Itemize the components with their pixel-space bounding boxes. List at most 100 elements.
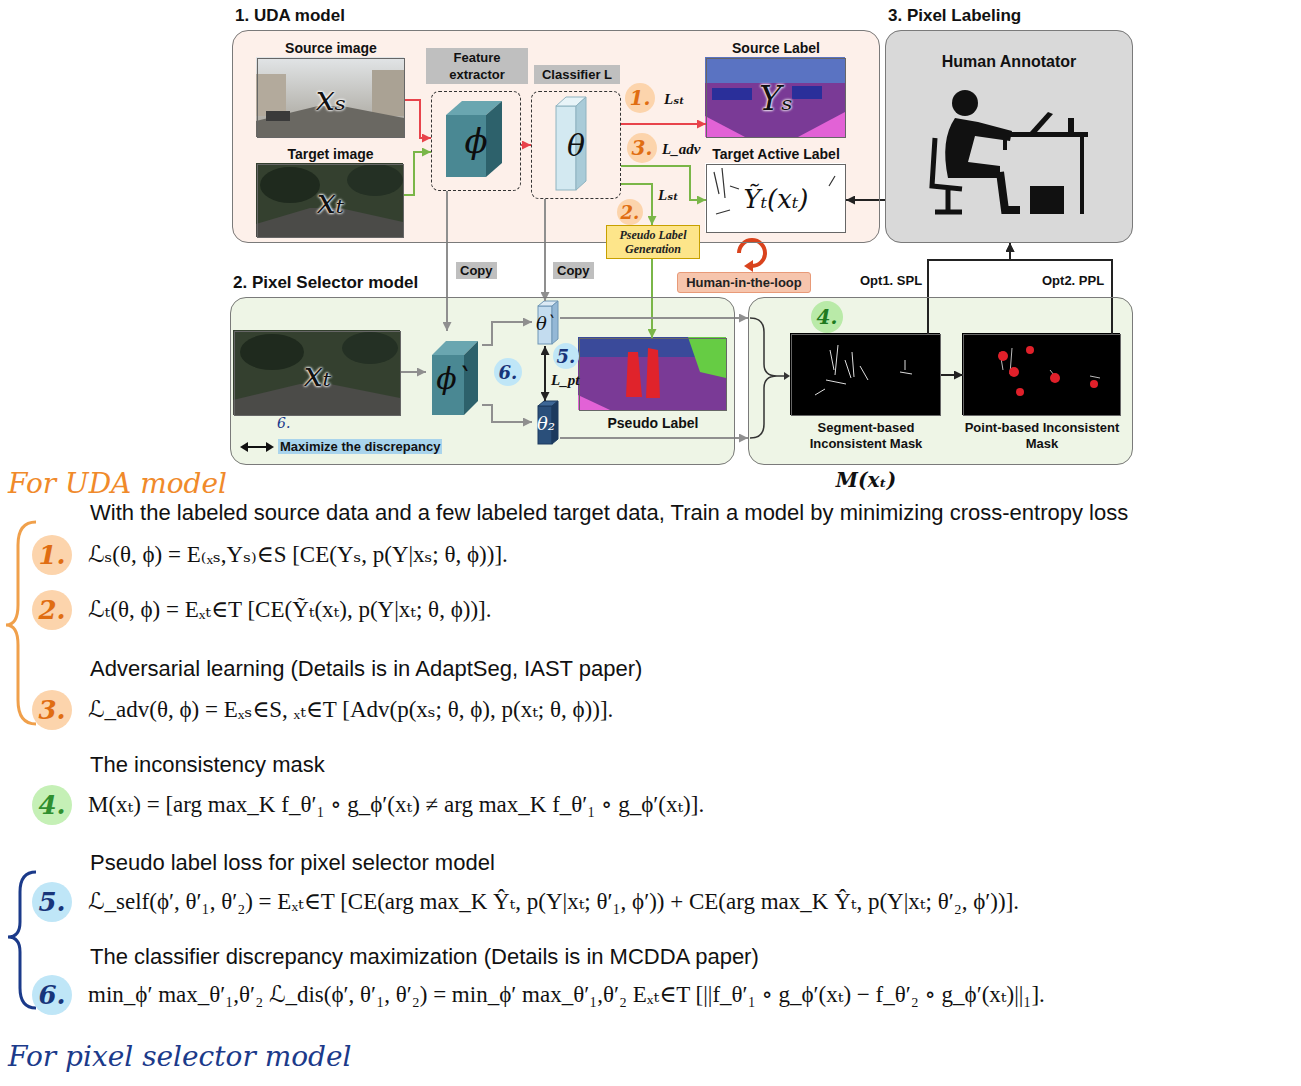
section-note: For pixel selector model: [8, 1040, 352, 1073]
equation: ℒₜ(θ, ϕ) = Eₓₜ∈T [CE(Ỹₜ(xₜ), p(Y|xₜ; θ, …: [88, 596, 491, 623]
tree: [347, 164, 403, 196]
segment-vegetation: [688, 337, 726, 378]
callout-number: 2.: [617, 199, 643, 225]
node-heading: Target Active Label: [687, 146, 865, 162]
node-body: ϕ: [432, 92, 520, 190]
connector: [621, 123, 706, 125]
node-heading: 4.: [811, 301, 843, 333]
equation-number: 6.: [32, 975, 72, 1015]
brace-arrow-head: [784, 372, 790, 380]
photo-bg: [256, 57, 404, 137]
car: [266, 111, 290, 121]
equation-number: 3.: [32, 690, 72, 730]
node-body: Human Annotator: [886, 53, 1132, 71]
node-body: Ỹₜ(xₜ): [707, 165, 845, 232]
node-heading: 3. Pixel Labeling: [888, 6, 1021, 26]
point-mask: Point-based Inconsistent Mask: [963, 334, 1121, 416]
label-canvas: [705, 163, 845, 232]
pseudo-label: Pseudo Label: [579, 338, 727, 411]
connector: [401, 371, 426, 373]
desk-leg: [1005, 137, 1082, 214]
node-heading: Point-based Inconsistent Mask: [958, 420, 1126, 452]
equation: ℒₛ(θ, ϕ) = E₍ₓₛ,Yₛ₎∈S [CE(Yₛ, p(Y|xₛ; θ,…: [88, 541, 508, 568]
connector: [651, 259, 653, 338]
building: [372, 70, 404, 116]
feature-block: [486, 101, 502, 177]
node-body: xₛ: [258, 59, 404, 137]
node-heading: Human-in-the-loop: [686, 275, 802, 290]
loss-label: Lₛₜ: [664, 90, 685, 108]
target-image: xₜ: [234, 331, 401, 416]
node-heading: Source Label: [687, 40, 865, 56]
double-arrow: [246, 446, 268, 448]
mask-point: [1026, 346, 1034, 354]
uda-panel: 1. UDA modelSource imagexₛTarget imagexₜ…: [232, 30, 880, 243]
section-note: For UDA model: [8, 467, 227, 500]
mask-point: [998, 351, 1008, 361]
connector: [405, 100, 431, 138]
photo-bg: [256, 163, 403, 237]
edge-label: Opt1. SPL: [856, 272, 926, 289]
arrow-head: [266, 442, 274, 452]
photo-bg: [233, 330, 400, 415]
callout-number: 6.: [277, 415, 290, 431]
mask-panel: 4.Segment-based Inconsistent MaskM(xₜ)Po…: [748, 297, 1133, 465]
equation: M(xₜ) = [arg max_K f_θ′₁ ∘ g_ϕ′(xₜ) ≠ ar…: [88, 791, 704, 818]
node-heading: Source image: [238, 40, 424, 56]
panel-fill: [232, 30, 880, 243]
callout-number: 5.: [553, 343, 579, 369]
node-heading: Pseudo Label: [560, 415, 746, 431]
connector: [446, 191, 448, 331]
source-label: Source LabelYₛ: [706, 58, 846, 138]
feature-extractor: Feature extractorϕ: [431, 91, 521, 191]
node-body: M(xₜ): [782, 468, 950, 492]
mask-point: [1016, 388, 1024, 396]
segment-sidewalk: [798, 112, 845, 137]
arrow-head: [240, 442, 248, 452]
callout-number: 6.: [494, 358, 522, 386]
equation-number: 1.: [32, 535, 72, 575]
equation-number: 4.: [32, 785, 72, 825]
mask-point: [1090, 380, 1098, 388]
node-heading: Pseudo Label Generation: [611, 228, 695, 256]
callout-number: 1.: [625, 83, 655, 113]
node-body: θ: [532, 92, 620, 198]
human-in-the-loop: Human-in-the-loop: [677, 272, 811, 293]
tree: [342, 332, 398, 364]
person-body: [945, 118, 1012, 178]
target-active-label: Target Active LabelỸₜ(xₜ): [706, 164, 846, 233]
connector: [521, 144, 531, 146]
node-heading: θ₂: [532, 401, 560, 446]
equation: min_ϕ′ max_θ′₁,θ′₂ ℒ_dis(ϕ′, θ′₁, θ′₂) =…: [88, 981, 1045, 1008]
node-heading: ϕ`: [426, 331, 482, 426]
segment-sidewalk: [578, 395, 610, 410]
segment-person: [626, 348, 660, 398]
bottle: [1068, 118, 1074, 132]
equation-number: 2.: [32, 590, 72, 630]
pseudo-label-generation: Pseudo Label Generation: [606, 225, 700, 259]
node-body: Yₛ: [707, 59, 845, 137]
connector: [1010, 243, 1112, 334]
laptop: [1030, 112, 1053, 132]
mask-specks: [815, 345, 912, 395]
tree: [260, 167, 320, 203]
edge-label: Copy: [553, 262, 594, 279]
description: The inconsistency mask: [90, 752, 325, 778]
mask-specks: [1000, 348, 1100, 380]
brace-arrow: [777, 375, 784, 377]
node-heading: θ`: [532, 301, 560, 346]
person-leg: [1000, 172, 1020, 210]
chair: [932, 138, 962, 212]
connector: [560, 317, 748, 319]
mask-point: [1050, 373, 1060, 383]
mask-bg: [962, 333, 1120, 415]
edge-label: Copy: [456, 262, 497, 279]
mask-bg: [790, 333, 940, 415]
source-image: Source imagexₛ: [257, 58, 405, 138]
description: The classifier discrepancy maximization …: [90, 944, 759, 970]
description: With the labeled source data and a few l…: [90, 500, 1128, 526]
node-heading: 1. UDA model: [235, 6, 345, 26]
segmentation-map: [578, 337, 726, 410]
feature-block: ϕ`: [426, 331, 482, 426]
connector: [544, 346, 546, 401]
